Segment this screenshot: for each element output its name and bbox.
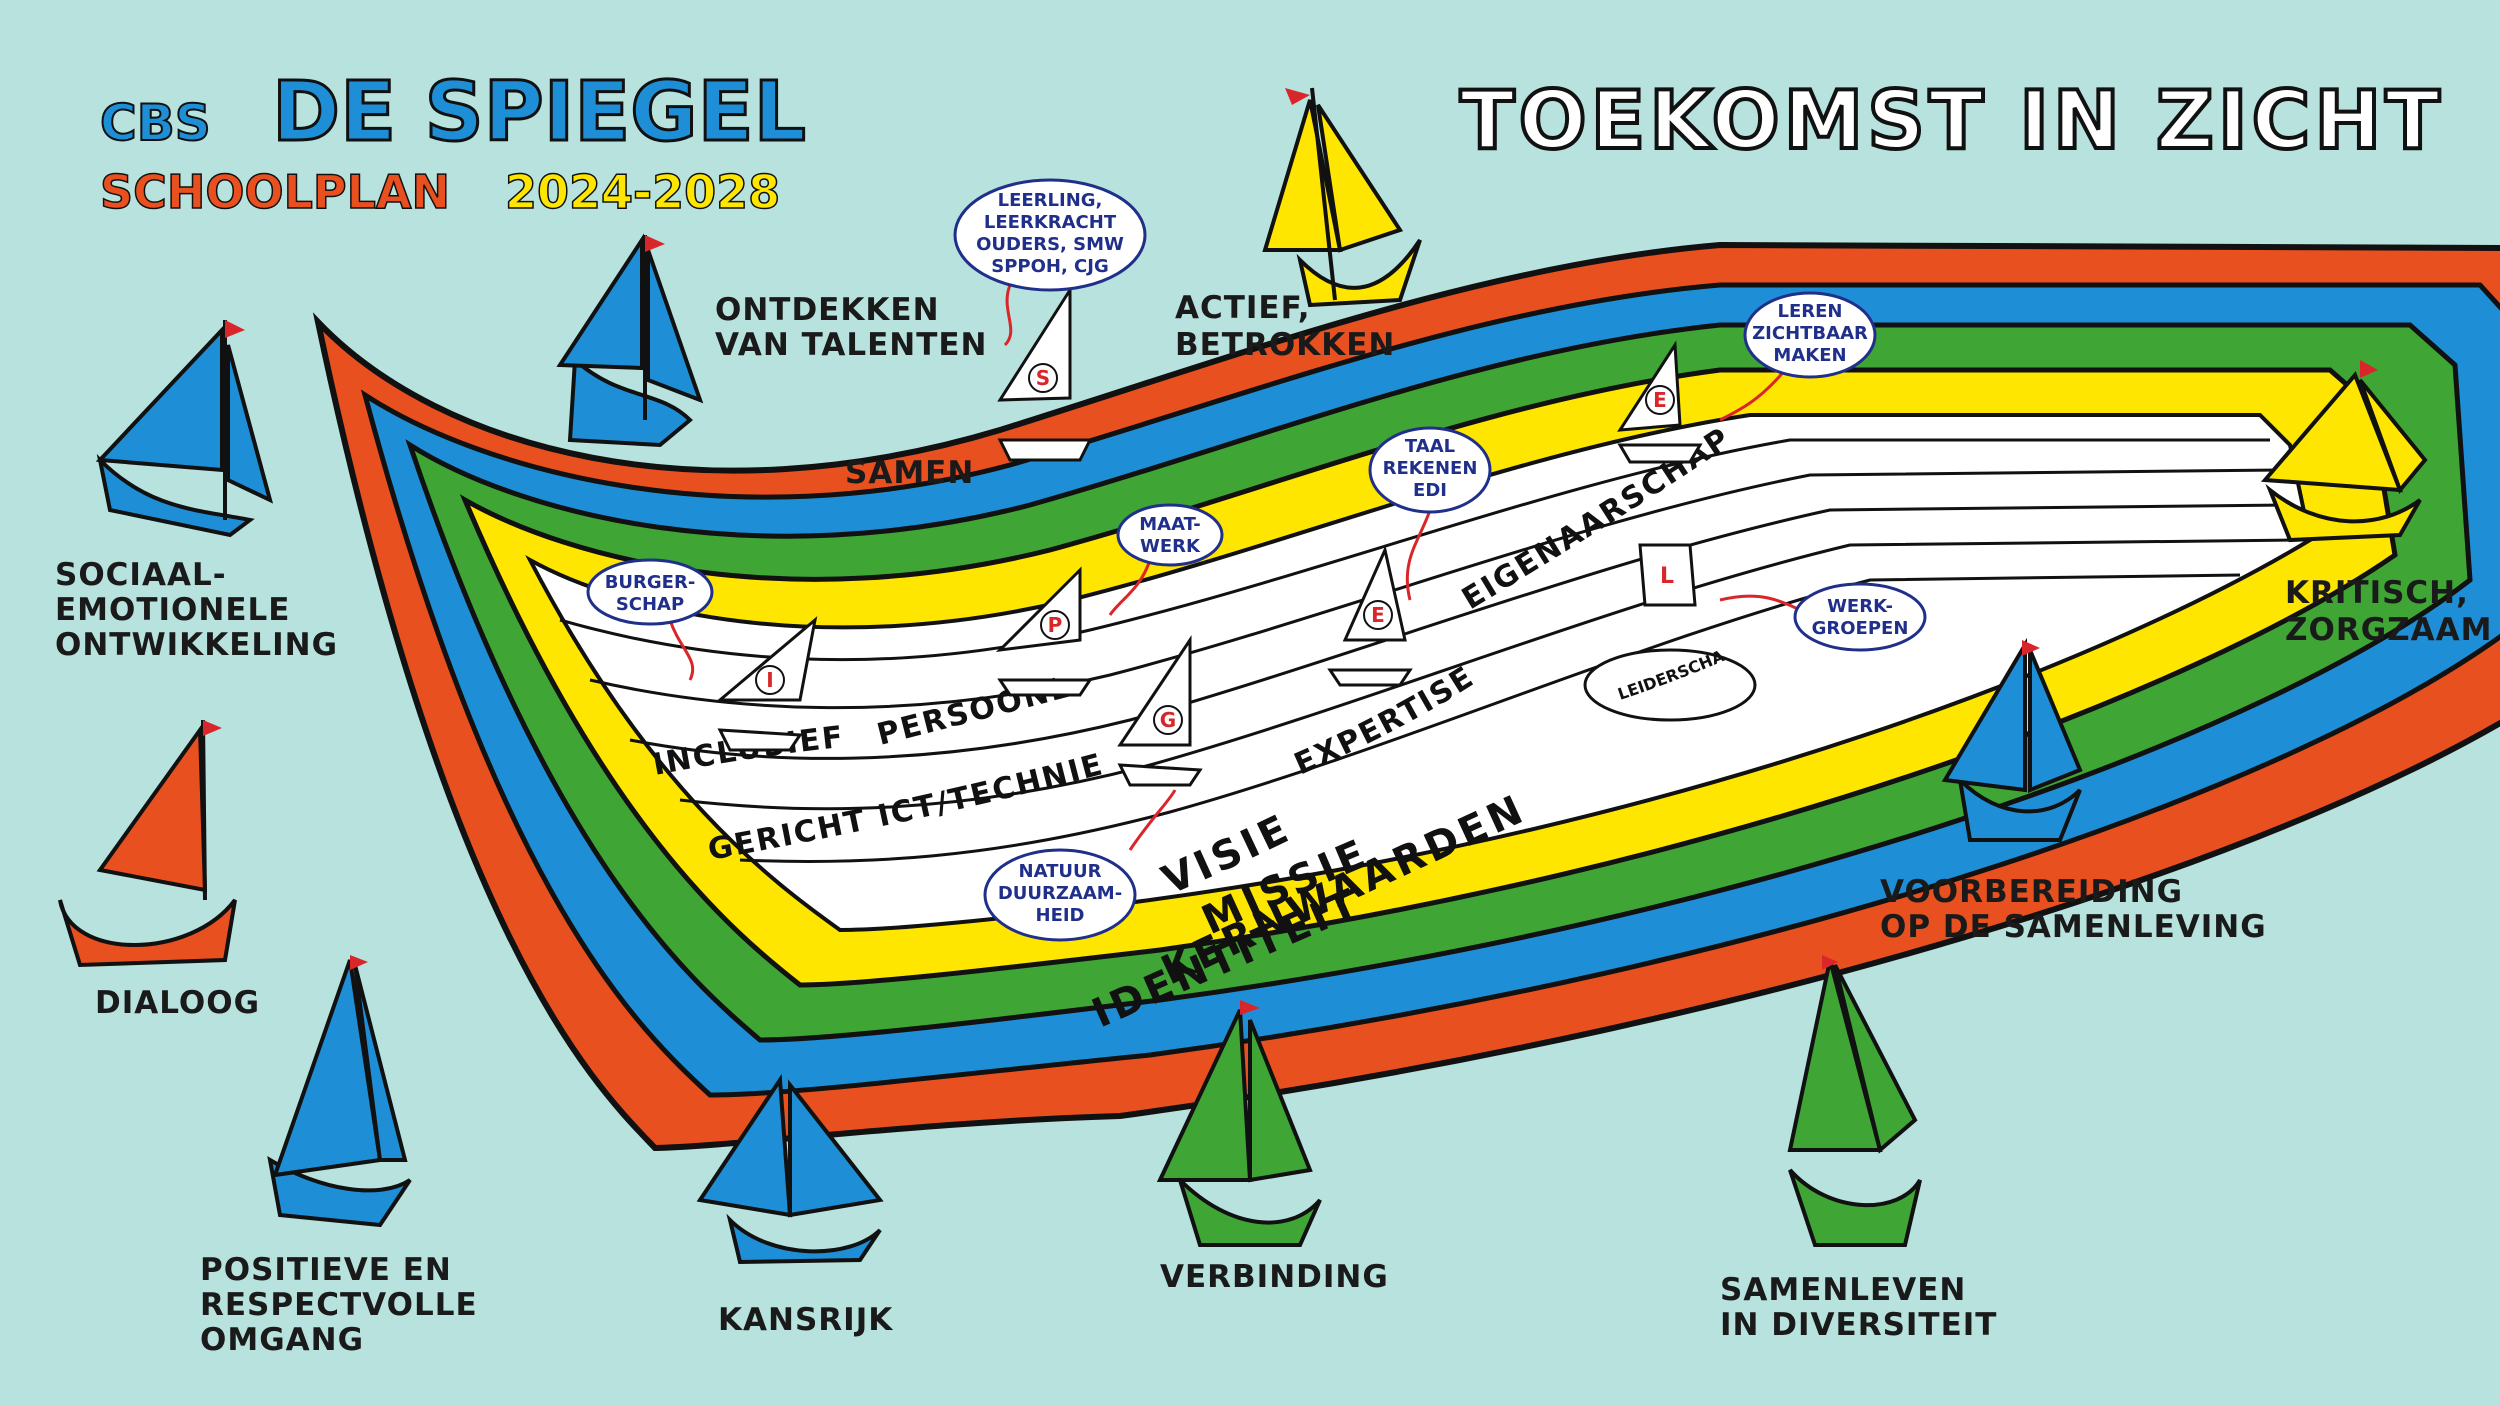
label-actief-1: ACTIEF, (1175, 290, 1311, 326)
headline: TOEKOMST IN ZICHT (1460, 74, 2444, 167)
bubble-line: EDI (1413, 480, 1447, 501)
bubble-line: WERK- (1827, 596, 1893, 617)
title-main: DE SPIEGEL (272, 65, 806, 160)
sailboat-blue-sociaal (95, 320, 274, 538)
label-ontdekken-1: ONTDEKKEN (715, 292, 940, 328)
label-sociaal-2: EMOTIONELE (55, 592, 290, 628)
bubble-line: SPPOH, CJG (991, 256, 1109, 277)
sailboat-green-samenleven (1787, 955, 1922, 1247)
bubble-maatwerk: MAAT- WERK (1108, 503, 1224, 616)
sail-boat-e-eigenaarschap: E (1617, 340, 1703, 464)
sailboat-blue-positieve (267, 955, 412, 1228)
bubble-line: ZICHTBAAR (1752, 323, 1868, 344)
sail-boat-e-expertise: E (1327, 545, 1413, 687)
bubble-line: MAKEN (1773, 345, 1846, 366)
sail-letter: E (1653, 388, 1667, 412)
sailboat-blue-ontdekken (556, 233, 704, 448)
sailboat-yellow-kritisch (2260, 360, 2428, 543)
label-voorbereiding-1: VOORBEREIDING (1880, 874, 2183, 910)
label-ontdekken-2: VAN TALENTEN (715, 327, 988, 363)
label-sociaal-3: ONTWIKKELING (55, 627, 338, 663)
sailboat-blue-voorbereiding (1941, 637, 2083, 842)
sailboat-orange-dialoog (58, 719, 237, 968)
bubble-partners: LEERLING, LEERKRACHT OUDERS, SMW SPPOH, … (953, 178, 1147, 347)
sail-boat-p: P (995, 566, 1093, 697)
label-sociaal-1: SOCIAAL- (55, 557, 227, 593)
sail-letter: I (766, 668, 773, 692)
label-actief-2: BETROKKEN (1175, 327, 1395, 363)
label-samenleven-1: SAMENLEVEN (1720, 1272, 1966, 1308)
sailboat-yellow-actief (1262, 87, 1422, 308)
label-voorbereiding-2: OP DE SAMENLEVING (1880, 909, 2267, 945)
bubble-line: SCHAP (616, 594, 684, 615)
bubble-line: WERK (1140, 536, 1201, 557)
sailboat-green-verbinding (1156, 1000, 1322, 1247)
bubble-natuur: NATUUR DUURZAAM- HEID (983, 789, 1177, 942)
bubble-line: GROEPEN (1812, 618, 1909, 639)
bubble-line: LEREN (1778, 301, 1843, 322)
label-samen: SAMEN (845, 455, 974, 491)
sail-letter: L (1660, 564, 1674, 589)
title-years: 2024-2028 (505, 165, 780, 219)
sail-boat-s: S (997, 284, 1093, 462)
bubble-line: REKENEN (1383, 458, 1478, 479)
bubble-line: NATUUR (1019, 861, 1102, 882)
bubble-leren: LEREN ZICHTBAAR MAKEN (1719, 291, 1877, 422)
sail-letter: G (1160, 708, 1176, 732)
bubble-line: BURGER- (605, 572, 696, 593)
arrow-shape (312, 241, 2500, 1152)
sail-boat-g: G (1117, 635, 1203, 787)
bubble-taal: TAAL REKENEN EDI (1368, 426, 1492, 601)
title-block: CBS DE SPIEGEL SCHOOLPLAN 2024-2028 (99, 64, 807, 220)
label-dialoog: DIALOOG (95, 985, 260, 1021)
label-verbinding: VERBINDING (1160, 1259, 1389, 1295)
label-kritisch-2: ZORGZAAM (2285, 612, 2492, 648)
sail-letter: S (1036, 366, 1050, 390)
label-kritisch-1: KRITISCH, (2285, 575, 2469, 611)
bubble-burgerschap: BURGER- SCHAP (586, 558, 714, 681)
bubble-line: DUURZAAM- (998, 883, 1122, 904)
bubble-line: LEERLING, (998, 190, 1103, 211)
bubble-line: HEID (1036, 905, 1085, 926)
bubble-werkgroepen: WERK- GROEPEN (1719, 582, 1927, 652)
bubble-line: MAAT- (1139, 514, 1200, 535)
sail-letter: P (1048, 613, 1063, 637)
bubble-line: OUDERS, SMW (976, 234, 1124, 255)
label-positieve-2: RESPECTVOLLE (200, 1287, 478, 1323)
sail-boat-i: I (715, 616, 818, 752)
label-positieve-3: OMGANG (200, 1322, 364, 1358)
label-positieve-1: POSITIEVE EN (200, 1252, 452, 1288)
bubble-line: TAAL (1405, 436, 1455, 457)
sailboat-blue-kansrijk (696, 1074, 884, 1265)
title-schoolplan: SCHOOLPLAN (100, 165, 450, 219)
title-prefix: CBS (100, 94, 211, 152)
sail-letter: E (1371, 603, 1385, 627)
label-samenleven-2: IN DIVERSITEIT (1720, 1307, 1997, 1343)
bubble-line: LEERKRACHT (984, 212, 1117, 233)
label-kansrijk: KANSRIJK (718, 1302, 893, 1338)
